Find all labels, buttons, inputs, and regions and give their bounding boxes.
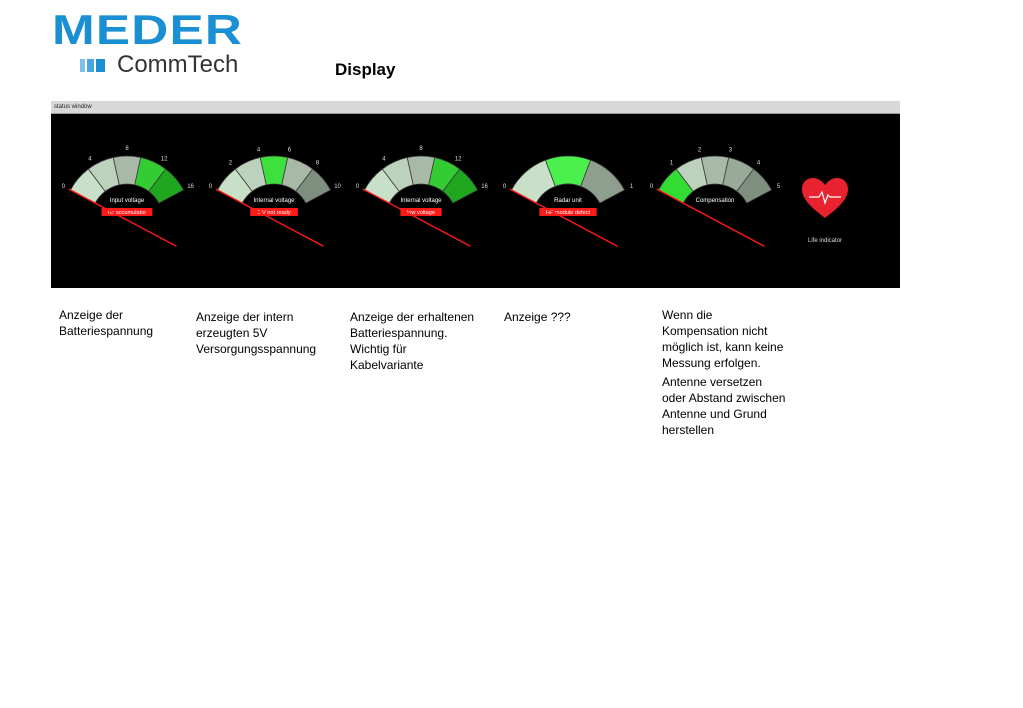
description-line: Batteriespannung. xyxy=(350,326,448,340)
gauge-tick-label: 0 xyxy=(503,184,507,190)
description-4: Anzeige ??? xyxy=(504,309,571,325)
gauge-tick-label: 8 xyxy=(125,146,129,152)
gauge-tick-label: 3 xyxy=(729,148,733,154)
logo-squares xyxy=(80,59,107,73)
gauge-tick-label: 4 xyxy=(88,156,92,162)
gauge-needle xyxy=(509,188,618,247)
description-line: erzeugten 5V xyxy=(196,326,268,340)
gauge-tick-label: 16 xyxy=(481,184,488,190)
meder-commtech-logo: MEDER CommTech xyxy=(52,6,272,79)
description-line: Batteriespannung xyxy=(59,324,154,338)
gauge-tick-label: 2 xyxy=(698,148,702,154)
gauge-label: Radar unit xyxy=(554,198,582,204)
description-line: Versorgungsspannung xyxy=(196,342,317,356)
description-line: oder Abstand zwischen xyxy=(662,391,786,405)
gauge-segment xyxy=(580,159,626,204)
gauge-tick-label: 12 xyxy=(455,156,462,162)
life-indicator-label: Life indicator xyxy=(807,238,843,244)
gauge-segment xyxy=(295,168,332,204)
gauge-tick-label: 0 xyxy=(650,184,654,190)
gauge-tick-label: 0 xyxy=(62,184,66,190)
gauge-status-bg xyxy=(101,208,153,216)
gauge-needle xyxy=(656,188,765,247)
logo-brand: MEDER xyxy=(52,6,244,53)
gauge-needle xyxy=(362,188,471,247)
description-line: Anzeige ??? xyxy=(504,310,571,324)
gauge-status-bg xyxy=(400,208,442,216)
gauge-tick-label: 8 xyxy=(419,146,423,152)
gauge-needle xyxy=(68,188,177,247)
description-2: Anzeige der intern erzeugten 5V Versorgung… xyxy=(196,309,316,357)
gauge-status: no accumulator xyxy=(108,210,146,216)
gauge-tick-label: 8 xyxy=(316,161,320,167)
description-line: Messung erfolgen. xyxy=(662,356,761,370)
gauge-tick-label: 4 xyxy=(382,156,386,162)
gauge-tick-label: 2 xyxy=(229,161,233,167)
description-line: möglich ist, kann keine xyxy=(662,340,784,354)
gauge-status-bg xyxy=(539,208,597,216)
gauge-tick-label: 12 xyxy=(161,156,168,162)
life-indicator: Life indicator xyxy=(799,176,851,256)
gauge-status: HF module defect xyxy=(546,210,591,216)
gauge-status: 5 V not ready xyxy=(257,210,290,216)
gauge-tick-label: 4 xyxy=(257,148,261,154)
gauge-tick-label: 0 xyxy=(209,184,213,190)
gauge-tick-label: 6 xyxy=(288,148,292,154)
description-line: Wenn die xyxy=(662,308,713,322)
description-line: Antenne und Grund xyxy=(662,407,767,421)
gauge-status-bg xyxy=(250,208,298,216)
gauge-label: Compensation xyxy=(696,198,735,204)
gauge-segment xyxy=(442,168,479,204)
gauge-tick-label: 1 xyxy=(670,161,674,167)
description-line: Kompensation nicht xyxy=(662,324,768,338)
gauge-label: Internal voltage xyxy=(400,198,442,204)
description-line: Antenne versetzen xyxy=(662,375,763,389)
gauge-status: low voltage xyxy=(407,210,435,216)
description-line: herstellen xyxy=(662,423,715,437)
description-line: Anzeige der erhaltenen xyxy=(350,310,475,324)
gauge-tick-label: 4 xyxy=(757,161,761,167)
description-line: Wichtig für xyxy=(350,342,407,356)
gauge-tick-label: 16 xyxy=(187,184,194,190)
gauge-label: Input voltage xyxy=(110,198,145,204)
description-line: Kabelvariante xyxy=(350,358,424,372)
description-line: Anzeige der xyxy=(59,308,124,322)
gauge-tick-label: 5 xyxy=(777,184,781,190)
heart-icon xyxy=(802,178,848,218)
description-line: Anzeige der intern xyxy=(196,310,294,324)
gauge-segment xyxy=(736,168,773,204)
gauge-label: Internal voltage xyxy=(253,198,295,204)
gauge-tick-label: 10 xyxy=(334,184,341,190)
logo-sub: CommTech xyxy=(117,51,239,78)
gauge-tick-label: 1 xyxy=(630,184,634,190)
gauge-segment xyxy=(148,168,185,204)
gauge-tick-label: 0 xyxy=(356,184,360,190)
window-title: status window xyxy=(51,101,900,114)
page-title: Display xyxy=(335,60,396,79)
gauge-needle xyxy=(215,188,324,247)
